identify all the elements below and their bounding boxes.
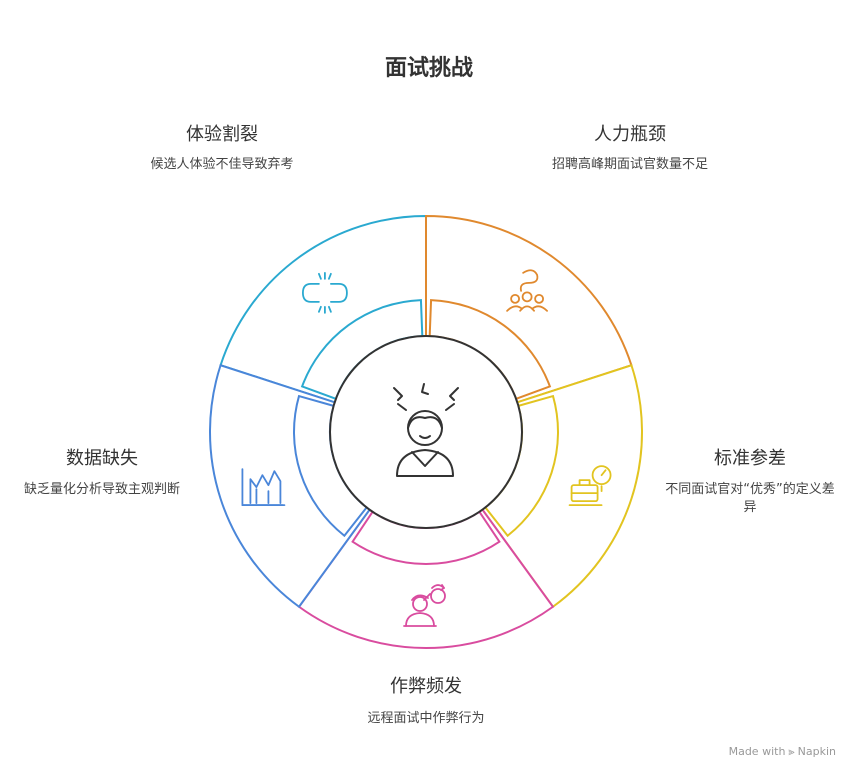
napkin-logo-icon: ⫸ — [788, 745, 795, 758]
category-title-data: 数据缺失 — [66, 448, 138, 469]
page-title: 面试挑战 — [384, 56, 473, 81]
person-cheating-icon — [403, 584, 446, 627]
category-title-standard: 标准参差 — [714, 448, 786, 469]
credit-brand: Napkin — [797, 745, 836, 758]
wheel-segment-3 — [297, 508, 555, 649]
category-desc-experience: 候选人体验不佳导致弃考 — [150, 157, 294, 172]
category-title-manpower: 人力瓶颈 — [594, 124, 666, 145]
people-group-icon — [506, 269, 548, 312]
credit-prefix: Made with — [728, 745, 786, 758]
category-desc-manpower: 招聘高峰期面试官数量不足 — [551, 157, 708, 172]
broken-chart-icon — [241, 468, 286, 507]
category-desc-standard: 不同面试官对“优秀”的定义差异 — [665, 482, 835, 515]
napkin-credit[interactable]: Made with⫸Napkin — [729, 745, 836, 759]
stressed-person-icon — [393, 383, 459, 477]
category-title-experience: 体验割裂 — [186, 124, 258, 145]
category-title-cheating: 作弊频发 — [390, 676, 462, 697]
category-desc-data: 缺乏量化分析导致主观判断 — [23, 482, 180, 497]
category-desc-cheating: 远程面试中作弊行为 — [367, 711, 485, 726]
center-circle — [329, 335, 523, 529]
briefcase-gauge-icon — [568, 465, 612, 507]
broken-link-icon — [302, 271, 348, 314]
